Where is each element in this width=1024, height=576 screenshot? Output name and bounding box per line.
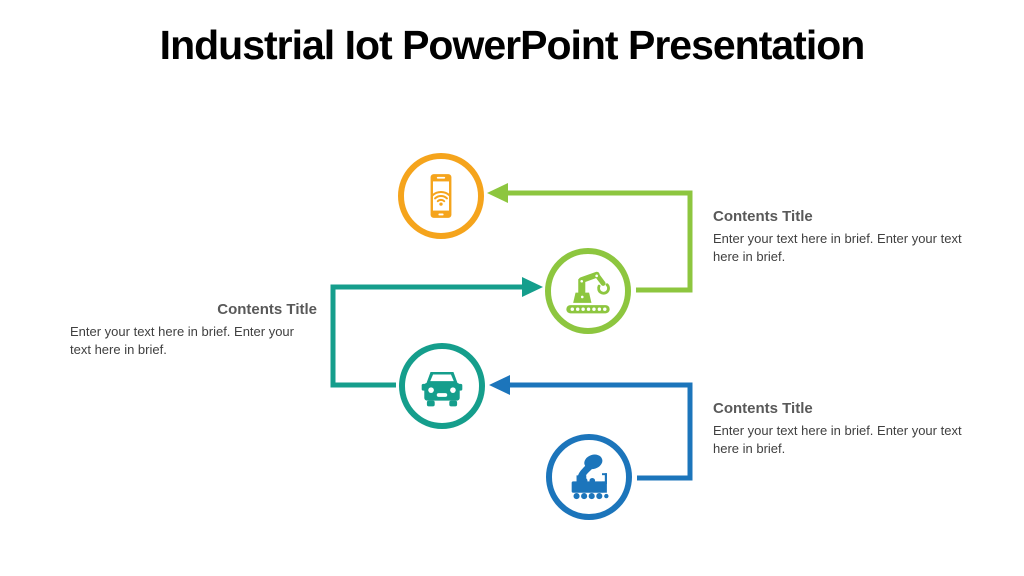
node-smartphone [398,153,484,239]
node-car [399,343,485,429]
content-title: Contents Title [713,208,813,225]
green-arrowhead-icon [487,183,508,203]
car-icon [421,371,463,407]
content-body: Enter your text here in brief. Enter you… [713,423,962,457]
content-title: Contents Title [217,301,317,318]
content-title: Contents Title [713,400,813,417]
node-robot-arm [545,248,631,334]
node-steam-train [546,434,632,520]
content-body: Enter your text here in brief. Enter you… [70,324,294,358]
teal-arrowhead-icon [522,277,543,297]
content-body: Enter your text here in brief. Enter you… [713,231,962,265]
blue-arrowhead-icon [489,375,510,395]
slide-title: Industrial Iot PowerPoint Presentation [159,22,866,68]
smartphone-wifi-icon [430,174,452,218]
content-block-right-top: Contents Title Enter your text here in b… [713,208,965,266]
steam-train-icon [571,454,609,500]
content-block-right-bottom: Contents Title Enter your text here in b… [713,400,965,458]
content-block-left-middle: Contents Title Enter your text here in b… [70,301,317,359]
robot-arm-icon [566,271,610,314]
